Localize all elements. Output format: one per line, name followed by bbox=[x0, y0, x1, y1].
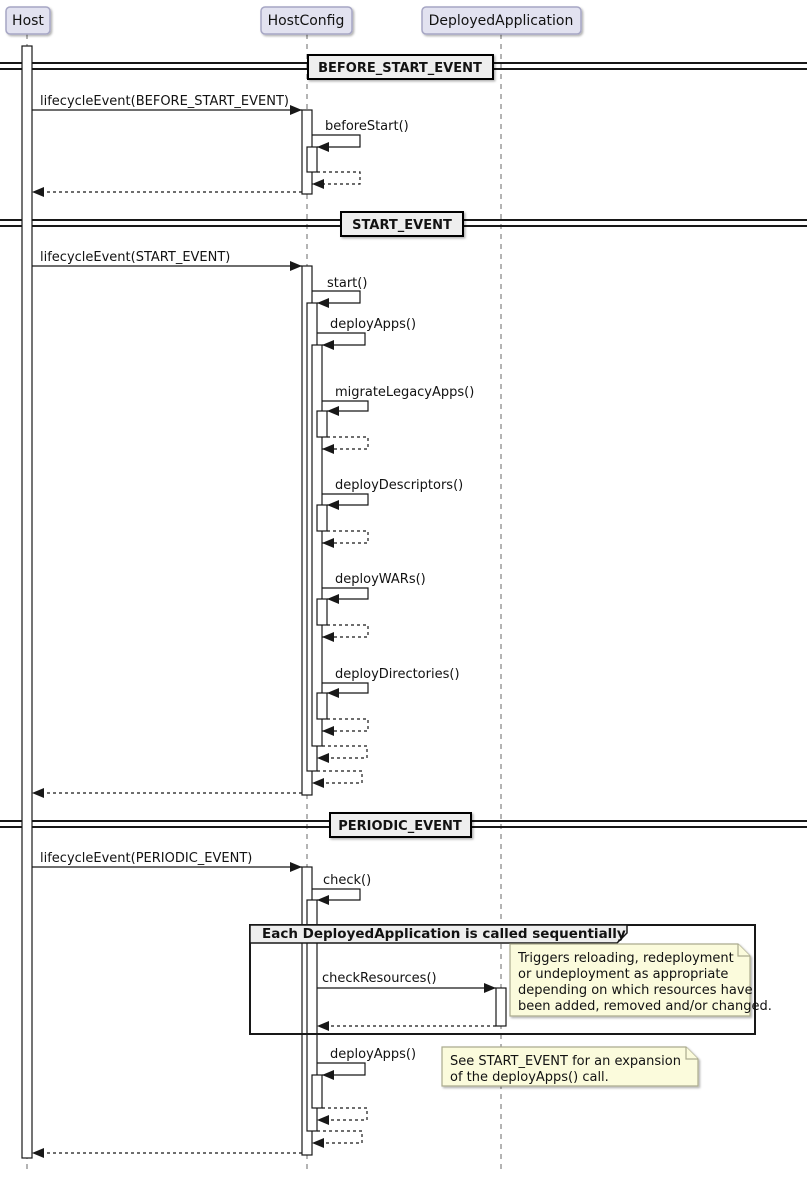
message-label-deploydescriptors: deployDescriptors() bbox=[335, 478, 463, 493]
return-arrow-start bbox=[312, 770, 363, 788]
message-label-deployapps: deployApps() bbox=[330, 317, 416, 332]
note-deploy-apps-line1: See START_EVENT for an expansion bbox=[450, 1054, 681, 1069]
note-check-resources-line4: been added, removed and/or changed. bbox=[518, 999, 772, 1014]
activation-deployapps bbox=[311, 344, 323, 747]
note-check-resources: Triggers reloading, redeployment or unde… bbox=[509, 943, 772, 1017]
participant-label-deployedapplication: DeployedApplication bbox=[429, 13, 574, 29]
return-arrow-beforestart bbox=[312, 171, 361, 189]
message-arrow-beforestart bbox=[312, 134, 361, 152]
activation-deployapps-periodic bbox=[311, 1074, 323, 1109]
note-check-resources-line1: Triggers reloading, redeployment bbox=[517, 951, 734, 966]
divider-before-start-event: BEFORE_START_EVENT bbox=[307, 54, 494, 80]
message-label-check: check() bbox=[323, 873, 371, 888]
message-label-start: start() bbox=[327, 276, 367, 291]
activation-beforestart bbox=[306, 146, 318, 173]
message-arrow-check bbox=[312, 888, 361, 905]
message-arrow-deployapps-periodic bbox=[317, 1062, 366, 1080]
participant-hostconfig: HostConfig bbox=[260, 6, 353, 35]
note-fold-icon bbox=[737, 944, 750, 957]
message-label-lifecycle-periodic: lifecycleEvent(PERIODIC_EVENT) bbox=[40, 851, 252, 866]
message-label-migratelegacyapps: migrateLegacyApps() bbox=[335, 385, 474, 400]
message-label-deploydirectories: deployDirectories() bbox=[335, 667, 460, 682]
group-frame-label: Each DeployedApplication is called seque… bbox=[262, 926, 626, 942]
activation-deploydirectories bbox=[316, 692, 328, 720]
activation-checkresources bbox=[495, 987, 507, 1027]
activation-deploydescriptors bbox=[316, 504, 328, 532]
divider-label-start-event: START_EVENT bbox=[352, 218, 452, 233]
note-fold-icon bbox=[685, 1047, 698, 1060]
note-deploy-apps-line2: of the deployApps() call. bbox=[450, 1070, 609, 1085]
message-arrow-migratelegacyapps bbox=[322, 400, 369, 416]
message-label-deployapps-periodic: deployApps() bbox=[330, 1047, 416, 1062]
return-arrow-deploywars bbox=[322, 624, 369, 642]
message-label-lifecycle-start: lifecycleEvent(START_EVENT) bbox=[40, 250, 230, 265]
message-arrow-deploydescriptors bbox=[322, 493, 369, 510]
message-arrow-start bbox=[312, 290, 361, 308]
message-label-lifecycle-before-start: lifecycleEvent(BEFORE_START_EVENT) bbox=[40, 94, 289, 109]
return-arrow-deploydescriptors bbox=[322, 530, 369, 548]
activation-migratelegacyapps bbox=[316, 410, 328, 438]
group-frame-sequential: Each DeployedApplication is called seque… bbox=[249, 924, 756, 1035]
message-arrow-deployapps bbox=[317, 332, 366, 350]
divider-label-before-start-event: BEFORE_START_EVENT bbox=[318, 61, 482, 76]
return-arrow-deployapps bbox=[317, 745, 368, 763]
note-check-resources-line2: or undeployment as appropriate bbox=[518, 967, 728, 982]
participant-host: Host bbox=[5, 6, 51, 35]
activation-deploywars bbox=[316, 598, 328, 626]
activation-host bbox=[21, 45, 33, 1159]
divider-start-event: START_EVENT bbox=[340, 211, 464, 237]
message-arrow-deploywars bbox=[322, 587, 369, 604]
participant-label-host: Host bbox=[12, 13, 44, 29]
return-arrow-deploydirectories bbox=[322, 718, 369, 736]
message-label-checkresources: checkResources() bbox=[322, 971, 437, 986]
divider-label-periodic-event: PERIODIC_EVENT bbox=[338, 819, 462, 834]
divider-periodic-event: PERIODIC_EVENT bbox=[329, 812, 472, 838]
activation-check bbox=[306, 899, 318, 1132]
return-arrow-deployapps-periodic bbox=[317, 1107, 368, 1125]
note-check-resources-line3: depending on which resources have bbox=[518, 983, 753, 998]
message-label-beforestart: beforeStart() bbox=[325, 119, 409, 134]
note-deploy-apps: See START_EVENT for an expansion of the … bbox=[441, 1046, 699, 1087]
participant-label-hostconfig: HostConfig bbox=[268, 13, 345, 29]
participant-deployedapplication: DeployedApplication bbox=[421, 6, 582, 35]
message-label-deploywars: deployWARs() bbox=[335, 572, 426, 587]
message-arrow-deploydirectories bbox=[322, 682, 369, 698]
group-frame-header bbox=[249, 924, 628, 944]
return-arrow-check bbox=[312, 1130, 363, 1148]
return-arrow-migratelegacyapps bbox=[322, 436, 369, 454]
